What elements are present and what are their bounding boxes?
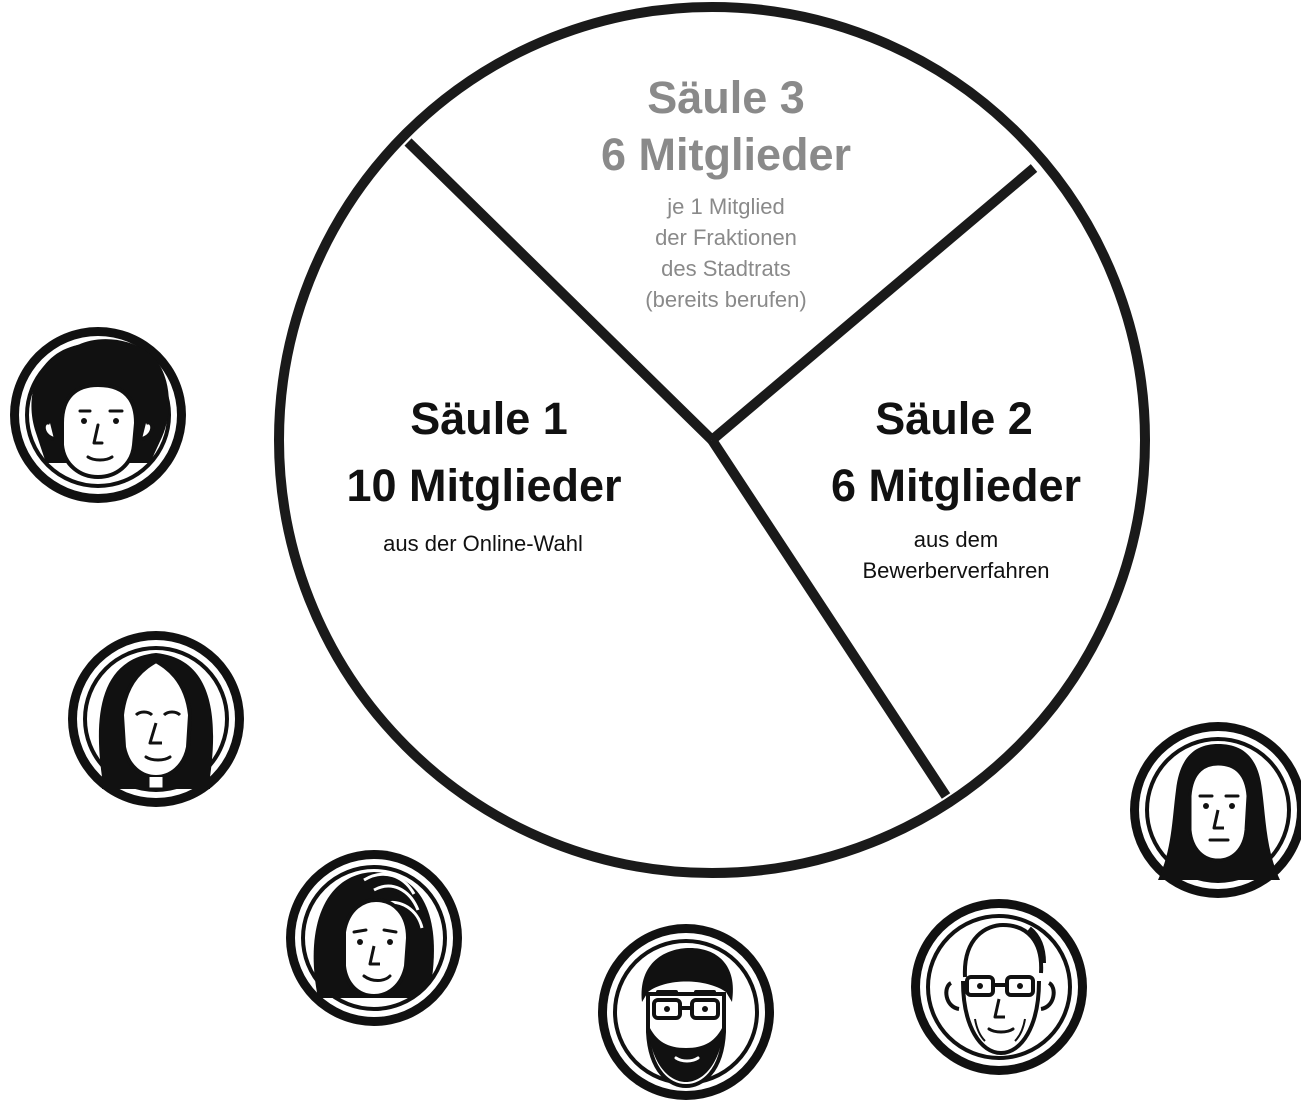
- segment-1-desc-line-1: aus der Online-Wahl: [383, 531, 583, 556]
- segment-2-desc-line-1: aus dem: [914, 527, 998, 552]
- segment-2-members: 6 Mitglieder: [831, 460, 1081, 511]
- segment-saeule-3: Säule 3 6 Mitglieder je 1 Mitglied der F…: [601, 72, 851, 312]
- segment-saeule-1: Säule 1 10 Mitglieder aus der Online-Wah…: [346, 393, 621, 556]
- segment-3-desc-line-1: je 1 Mitglied: [666, 194, 784, 219]
- segment-2-desc-line-2: Bewerberverfahren: [862, 558, 1049, 583]
- avatar-long-straight-hair-icon: [68, 631, 244, 807]
- avatar-headscarf-icon: [1130, 722, 1301, 898]
- divider-line-2: [708, 164, 1038, 444]
- segment-saeule-2: Säule 2 6 Mitglieder aus dem Bewerberver…: [831, 393, 1081, 583]
- avatar-bearded-man-glasses-icon: [598, 924, 774, 1100]
- segment-1-members: 10 Mitglieder: [346, 460, 621, 511]
- avatar-older-man-glasses-icon: [911, 899, 1087, 1075]
- segment-3-desc-line-3: des Stadtrats: [661, 256, 791, 281]
- segment-3-title: Säule 3: [647, 72, 805, 123]
- avatar-afro-hair-icon: [10, 327, 186, 503]
- divider-line-3: [707, 437, 951, 799]
- divider-line-1: [404, 138, 716, 444]
- avatar-dreadlocks-icon: [286, 850, 462, 1026]
- segment-2-title: Säule 2: [875, 393, 1033, 444]
- segment-3-desc-line-2: der Fraktionen: [655, 225, 797, 250]
- segment-3-desc-line-4: (bereits berufen): [645, 287, 806, 312]
- segment-3-members: 6 Mitglieder: [601, 129, 851, 180]
- segment-1-title: Säule 1: [410, 393, 568, 444]
